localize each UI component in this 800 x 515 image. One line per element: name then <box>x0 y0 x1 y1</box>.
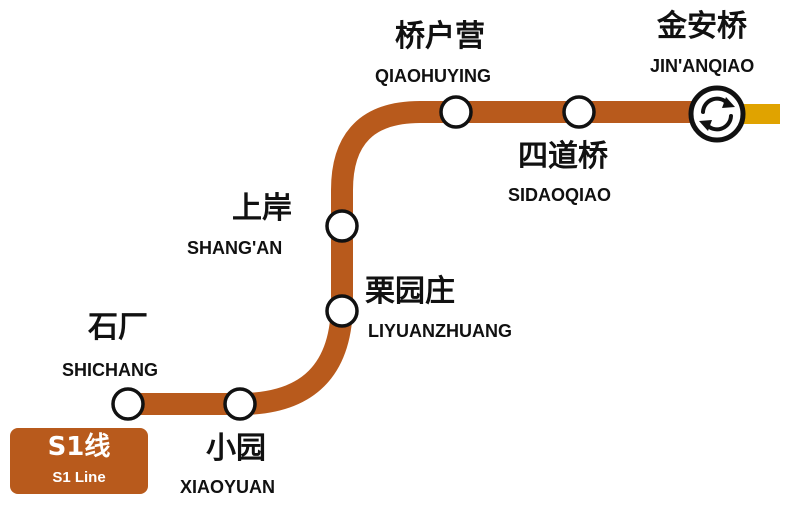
station-name-zh: 石厂 <box>88 310 148 345</box>
station-marker-shichang[interactable] <box>111 387 145 421</box>
station-marker-shangan[interactable] <box>325 209 359 243</box>
line-name-en: S1 Line <box>52 469 106 486</box>
line-badge[interactable]: S1线 S1 Line <box>10 428 148 494</box>
station-name-zh: 小园 <box>206 431 266 466</box>
station-marker-liyuanzhuang[interactable] <box>325 294 359 328</box>
station-name-zh: 金安桥 <box>657 9 747 44</box>
station-name-zh: 上岸 <box>232 191 292 226</box>
interchange-icon <box>699 96 735 132</box>
station-marker-sidaoqiao[interactable] <box>562 95 596 129</box>
station-name-en: QIAOHUYING <box>375 66 492 86</box>
s1-route-line <box>128 101 717 415</box>
line-name: S1线 <box>47 432 111 462</box>
station-name-en: LIYUANZHUANG <box>368 321 512 341</box>
station-name-en: SHANG'AN <box>187 238 283 258</box>
station-name-zh: 桥户营 <box>395 19 485 54</box>
station-name-en: SIDAOQIAO <box>508 185 612 205</box>
station-name-en: SHICHANG <box>62 360 159 380</box>
station-marker-xiaoyuan[interactable] <box>223 387 257 421</box>
station-name-en: XIAOYUAN <box>180 477 276 497</box>
station-marker-qiaohuying[interactable] <box>439 95 473 129</box>
connecting-line-stub <box>742 104 780 124</box>
station-name-zh: 四道桥 <box>518 139 608 174</box>
station-marker-jinanqiao[interactable] <box>688 85 746 143</box>
station-name-en: JIN'ANQIAO <box>650 56 755 76</box>
station-name-zh: 栗园庄 <box>365 274 455 309</box>
